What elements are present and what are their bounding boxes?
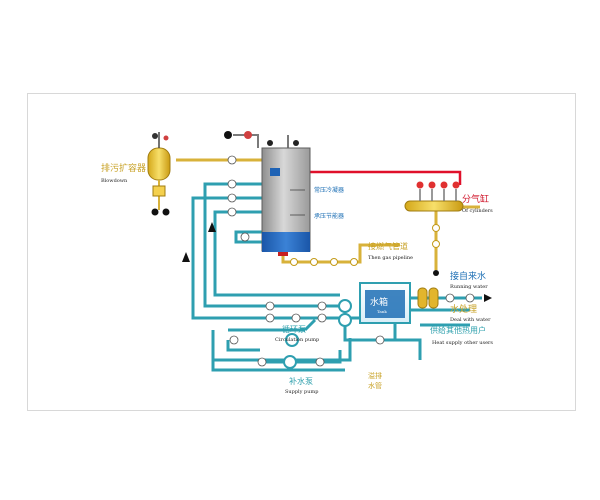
gas-valves	[290, 224, 440, 266]
valve-icon	[291, 313, 301, 323]
valve-icon	[257, 357, 267, 367]
valve-icon	[265, 313, 275, 323]
economizer-label: 承压节能器	[314, 212, 344, 220]
valve-icon	[445, 293, 455, 303]
flow-arrow-icon	[484, 294, 492, 302]
leader-lines	[290, 189, 305, 216]
blowdown-label-en: Blowdown	[101, 178, 128, 184]
valve-icon	[227, 179, 237, 189]
pump-icon	[283, 355, 297, 369]
tank-label-zh: 水箱	[370, 296, 388, 308]
running-water-label-en: Running water	[450, 284, 488, 290]
cylinder-label-zh: 分气缸	[462, 193, 489, 205]
valve-icon	[240, 232, 250, 242]
pump-icon	[338, 299, 352, 313]
valve-icon	[375, 335, 385, 345]
boiler	[224, 131, 311, 256]
running-water-label-zh: 接自来水	[450, 270, 486, 282]
water-treatment-label-zh: 水处理	[450, 303, 477, 315]
valve-icon	[317, 301, 327, 311]
blowdown-label-zh: 排污扩容器	[101, 162, 146, 174]
water-tank	[359, 282, 411, 324]
supply-pump-label-zh: 补水泵	[289, 376, 313, 386]
tank-label-en: Tank	[377, 309, 387, 314]
condenser-label: 常压冷凝器	[314, 186, 344, 194]
water-treatment-label-en: Deal with water	[450, 317, 491, 323]
water-treatment	[417, 287, 439, 309]
valve-icon	[229, 335, 239, 345]
valves	[227, 155, 475, 367]
pump-icon	[338, 313, 352, 327]
valve-icon	[227, 193, 237, 203]
valve-icon	[315, 357, 325, 367]
steam-pipeline	[300, 170, 462, 185]
overflow-label-2: 水管	[368, 381, 382, 390]
pumps	[283, 299, 352, 369]
steam-cylinder	[404, 181, 464, 276]
valve-icon	[227, 207, 237, 217]
gas-label-zh: 接燃气管道	[368, 241, 408, 251]
blowdown-tank	[147, 132, 171, 216]
flow-arrow-icon	[182, 252, 190, 262]
heat-supply-label-zh: 供给其他热用户	[430, 325, 486, 335]
flow-arrows	[182, 222, 492, 302]
valve-icon	[265, 301, 275, 311]
heat-supply-label-en: Heat supply other users	[432, 340, 493, 346]
flow-arrow-icon	[208, 222, 216, 232]
circulation-pump-label-en: Circulation pump	[275, 337, 319, 343]
overflow-label-1: 溢排	[368, 371, 382, 380]
circulation-pump-label-zh: 循环泵	[282, 324, 306, 334]
supply-pump-label-en: Supply pump	[285, 389, 318, 395]
gas-label-en: Then gas pipeline	[368, 255, 413, 261]
valve-icon	[227, 155, 237, 165]
valve-icon	[465, 293, 475, 303]
cylinder-label-en: Of cylinders	[462, 208, 493, 214]
valve-icon	[317, 313, 327, 323]
pump-icon	[285, 333, 299, 347]
top-pipes	[233, 134, 289, 148]
